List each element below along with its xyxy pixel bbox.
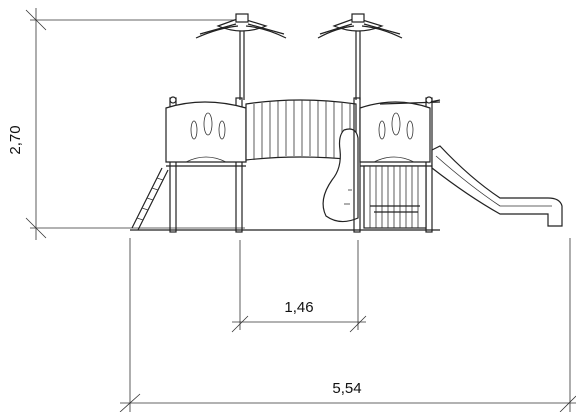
right-roof-canopy: [317, 13, 403, 100]
slide: [431, 145, 563, 227]
slatted-lower-panel: [363, 165, 427, 229]
height-label: 2,70: [7, 125, 24, 154]
total-width-dimension: 5,54: [119, 238, 576, 412]
left-roof-canopy: [195, 13, 287, 100]
curved-climbing-panel: [322, 128, 359, 223]
climbing-ladder: [131, 167, 169, 231]
inner-width-label: 1,46: [284, 299, 313, 316]
height-dimension: 2,70: [7, 8, 245, 240]
inner-width-dimension: 1,46: [231, 240, 367, 333]
left-tower: [165, 96, 247, 233]
total-width-label: 5,54: [332, 380, 361, 397]
